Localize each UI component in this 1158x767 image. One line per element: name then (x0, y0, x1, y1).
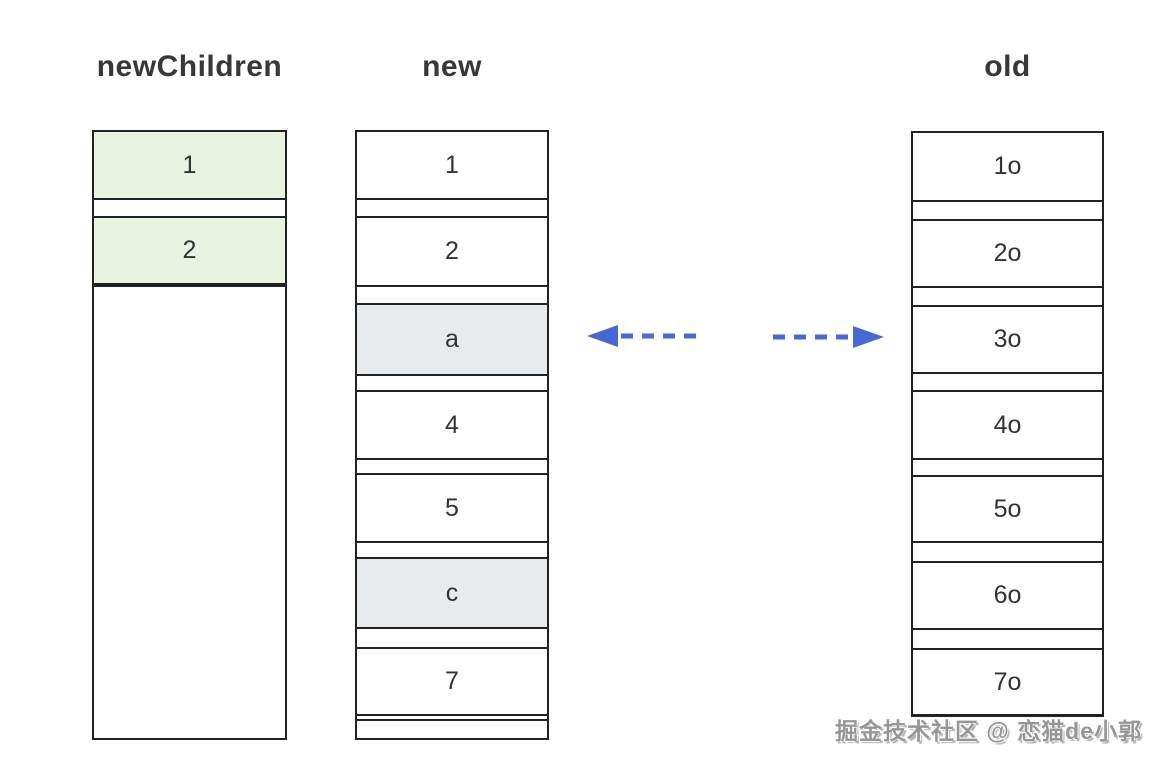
watermark-text: 掘金技术社区 @ 恋猫de小郭 (834, 718, 1142, 744)
dashed-arrow-right-icon (773, 326, 884, 348)
new-empty-strip (355, 719, 549, 740)
old-cell-5o: 5o (911, 475, 1104, 543)
new-column: 1 2 a 4 5 c 7 (355, 130, 549, 740)
newchildren-column: 1 2 (92, 130, 287, 740)
new-cell-1: 1 (355, 130, 549, 200)
old-cell-3o: 3o (911, 305, 1104, 374)
column-title-newchildren: newChildren (96, 50, 283, 83)
old-cell-1o: 1o (911, 131, 1104, 202)
new-cell-2: 2 (355, 216, 549, 287)
old-column: 1o 2o 3o 4o 5o 6o 7o (911, 131, 1104, 717)
new-cell-c: c (355, 557, 549, 629)
newchildren-empty-cell (92, 285, 287, 740)
newchildren-cell-2: 2 (92, 216, 287, 285)
old-cell-2o: 2o (911, 219, 1104, 288)
new-cell-a: a (355, 303, 549, 376)
new-cell-5: 5 (355, 473, 549, 543)
newchildren-cell-1: 1 (92, 130, 287, 200)
old-cell-6o: 6o (911, 561, 1104, 630)
old-cell-7o: 7o (911, 648, 1104, 716)
old-cell-4o: 4o (911, 390, 1104, 460)
column-title-old: old (984, 50, 1031, 83)
new-cell-4: 4 (355, 390, 549, 460)
new-cell-7: 7 (355, 647, 549, 716)
column-title-new: new (422, 50, 482, 83)
dashed-arrow-left-icon (587, 325, 698, 347)
